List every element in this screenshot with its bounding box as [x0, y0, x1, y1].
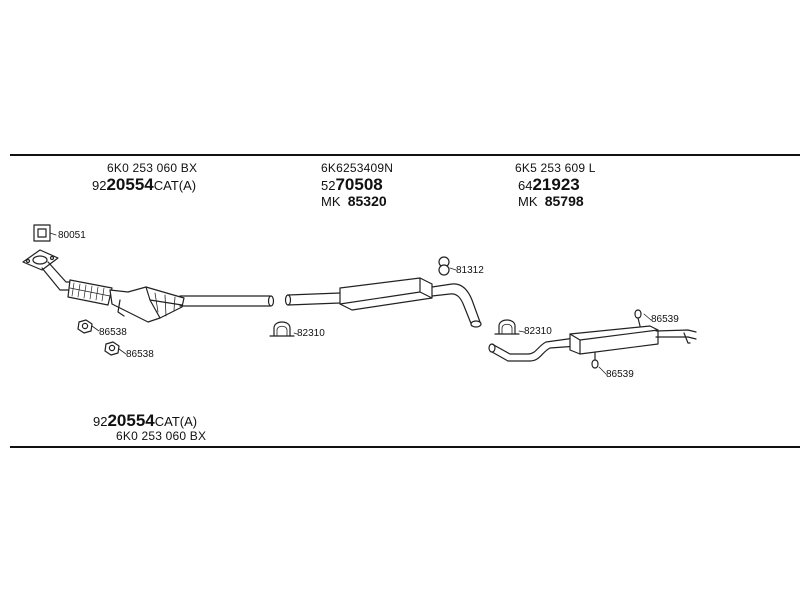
bolt-icon-1 [77, 319, 100, 334]
callout-hanger-rear-top: 86539 [651, 314, 679, 325]
gasket-icon [33, 224, 57, 242]
middle-pipe-inlet-icon [284, 292, 341, 306]
callout-hanger-mid: 81312 [456, 265, 484, 276]
oe-number-catalyst-bottom: 6K0 253 060 BX [116, 429, 207, 443]
part-number-catalyst-bottom: 9220554CAT(A) [93, 412, 197, 429]
middle-outlet-pipe-icon [431, 283, 482, 328]
middle-silencer-icon [339, 277, 433, 311]
part-prefix: 92 [93, 414, 108, 429]
part-main: 21923 [532, 175, 580, 194]
oe-number-rear-silencer: 6K5 253 609 L [515, 161, 596, 175]
part-prefix: 52 [321, 178, 336, 193]
rear-tail-pipe-icon [655, 329, 697, 344]
part-number-catalyst: 9220554CAT(A) [92, 176, 196, 193]
part-suffix: CAT(A) [153, 178, 197, 193]
rear-inlet-pipe-icon [488, 337, 579, 362]
part-main: 70508 [335, 175, 383, 194]
clamp-icon-2 [494, 319, 525, 335]
part-number-rear-silencer: 6421923 [518, 176, 580, 193]
callout-bolt-1: 86538 [99, 327, 127, 338]
mk-prefix: MK [321, 194, 341, 209]
callout-clamp-1: 82310 [297, 328, 325, 339]
oe-number-catalyst: 6K0 253 060 BX [107, 161, 198, 175]
rear-silencer-icon [569, 325, 659, 355]
part-main: 20554 [107, 411, 155, 430]
part-suffix: CAT(A) [154, 414, 198, 429]
bolt-icon-2 [104, 341, 127, 356]
bottom-divider [10, 446, 800, 448]
hanger-icon-rear-top [634, 309, 652, 327]
callout-gasket: 80051 [58, 230, 86, 241]
callout-clamp-2: 82310 [524, 326, 552, 337]
top-divider [10, 154, 800, 156]
flex-pipe-icon [67, 279, 113, 306]
catalyst-icon [109, 286, 185, 323]
mk-number: 85798 [544, 193, 584, 209]
clamp-icon-1 [269, 321, 298, 337]
oe-number-middle-silencer: 6K6253409N [321, 161, 394, 175]
front-flange-icon [22, 249, 59, 271]
hanger-icon-mid [438, 256, 457, 276]
callout-bolt-2: 86538 [126, 349, 154, 360]
mk-number: 85320 [347, 193, 387, 209]
part-number-middle-silencer: 5270508 [321, 176, 383, 193]
hanger-icon-rear-bottom [591, 351, 607, 375]
mk-number-rear-silencer: MK 85798 [518, 194, 584, 208]
mk-number-middle-silencer: MK 85320 [321, 194, 387, 208]
part-prefix: 64 [518, 178, 533, 193]
mk-prefix: MK [518, 194, 538, 209]
catalyst-outlet-pipe-icon [179, 295, 275, 307]
callout-hanger-rear-bottom: 86539 [606, 369, 634, 380]
part-main: 20554 [106, 175, 154, 194]
part-prefix: 92 [92, 178, 107, 193]
